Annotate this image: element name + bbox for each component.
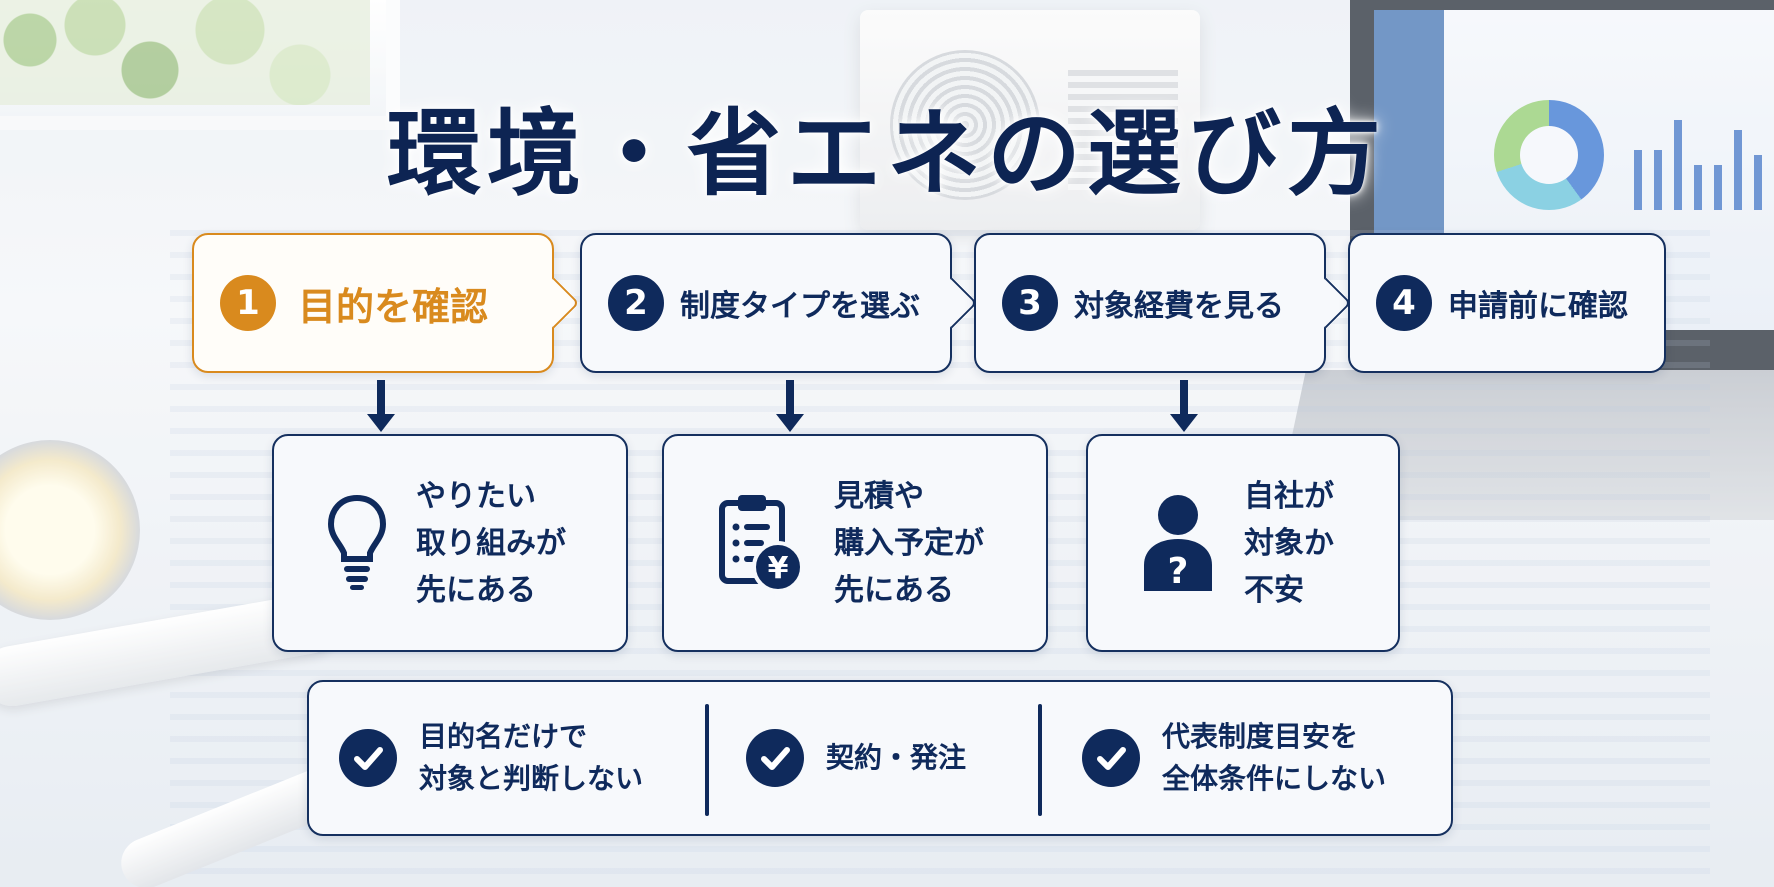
- person-question-icon: ?: [1140, 493, 1216, 593]
- divider: [1038, 704, 1042, 816]
- check-circle-icon: [746, 729, 804, 787]
- step-number: 4: [1376, 275, 1432, 331]
- step-label: 対象経費を見る: [1074, 289, 1284, 324]
- check-circle-icon: [339, 729, 397, 787]
- scenario-text: 見積や 購入予定が 先にある: [834, 478, 984, 608]
- checklist-panel: 目的名だけで 対象と判断しない 契約・発注 代表制度目安を 全体条件にしない: [307, 680, 1453, 836]
- step-number: 1: [220, 275, 276, 331]
- step-label: 目的を確認: [298, 284, 489, 329]
- page-title: 環境・省エネの選び方: [386, 100, 1387, 209]
- check-circle-icon: [1082, 729, 1140, 787]
- step-label: 制度タイプを選ぶ: [680, 289, 920, 324]
- scenario-card-3: ? 自社が 対象か 不安: [1086, 434, 1400, 652]
- svg-text:?: ?: [1168, 551, 1189, 592]
- step-3: 3 対象経費を見る: [974, 233, 1352, 373]
- check-item-2: 契約・発注: [746, 682, 966, 834]
- step-2: 2 制度タイプを選ぶ: [580, 233, 978, 373]
- vent-grille: [1068, 70, 1178, 190]
- step-number: 3: [1002, 275, 1058, 331]
- check-item-3: 代表制度目安を 全体条件にしない: [1082, 682, 1386, 834]
- clipboard-yen-icon: ¥: [716, 491, 806, 595]
- step-number: 2: [608, 275, 664, 331]
- scenario-card-2: ¥ 見積や 購入予定が 先にある: [662, 434, 1048, 652]
- scenario-card-1: やりたい 取り組みが 先にある: [272, 434, 628, 652]
- window-frame: [0, 0, 400, 130]
- svg-text:¥: ¥: [768, 551, 789, 586]
- lightbulb-icon: [326, 493, 388, 593]
- divider: [705, 704, 709, 816]
- led-bulb: [0, 440, 140, 620]
- fan-grille: [890, 50, 1040, 200]
- air-conditioner-unit: [860, 10, 1200, 230]
- scenario-text: やりたい 取り組みが 先にある: [416, 478, 566, 608]
- step-1: 1 目的を確認: [192, 233, 580, 373]
- step-4: 4 申請前に確認: [1348, 233, 1666, 373]
- greenery: [0, 0, 370, 105]
- check-text: 代表制度目安を 全体条件にしない: [1162, 720, 1387, 795]
- check-text: 目的名だけで 対象と判断しない: [419, 720, 644, 795]
- step-label: 申請前に確認: [1448, 289, 1628, 324]
- check-item-1: 目的名だけで 対象と判断しない: [339, 682, 643, 834]
- check-text: 契約・発注: [826, 741, 967, 774]
- donut-chart-graphic: [1494, 100, 1604, 210]
- scenario-text: 自社が 対象か 不安: [1244, 478, 1334, 608]
